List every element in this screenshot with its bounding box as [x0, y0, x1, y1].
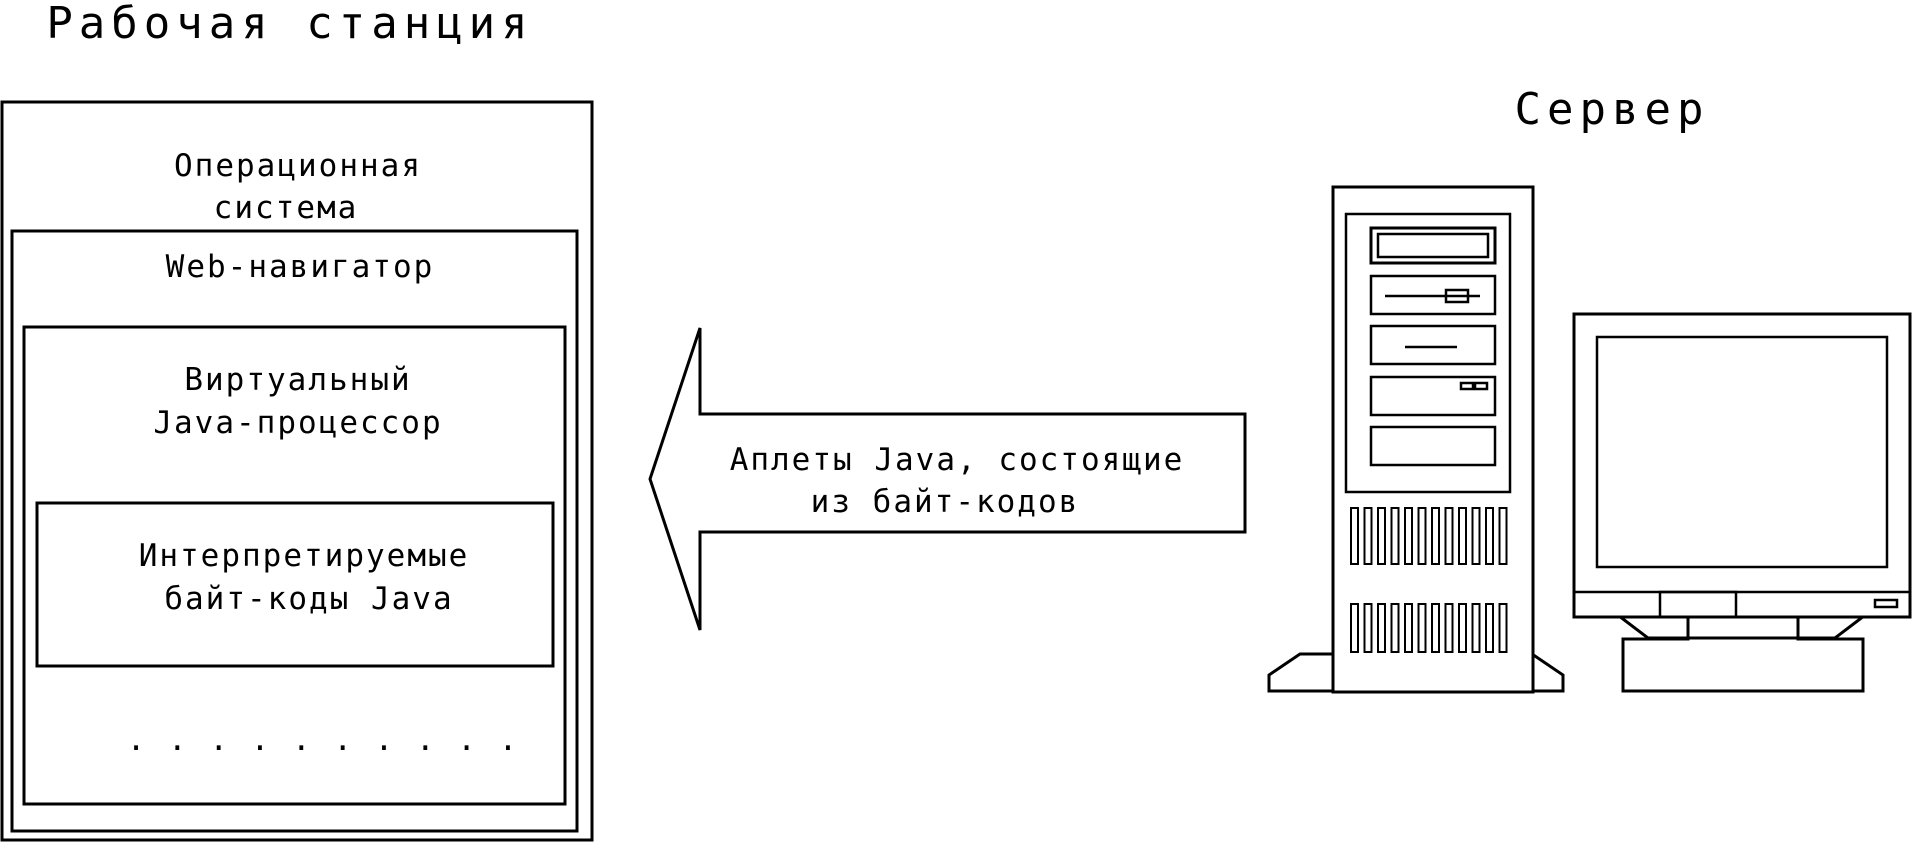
vent-slot	[1417, 507, 1427, 565]
vent-slot	[1498, 507, 1508, 565]
workstation-title: Рабочая станция	[46, 0, 533, 49]
server-title: Сервер	[1515, 84, 1710, 135]
browser-label: Web-навигатор	[166, 249, 435, 285]
bytecode-label-line1: Интерпретируемые	[139, 538, 470, 574]
vent-slot	[1471, 507, 1481, 565]
vent-slot	[1377, 603, 1386, 653]
os-label-line1: Операционная	[174, 148, 422, 184]
vent-slot	[1377, 507, 1386, 565]
vent-slot	[1458, 507, 1467, 565]
vent-slot	[1444, 603, 1454, 653]
ellipsis: . . . . . . . . . .	[127, 722, 520, 758]
vent-slot	[1498, 603, 1508, 653]
jvm-box	[22, 325, 567, 806]
vent-slot	[1390, 603, 1400, 653]
vent-slot	[1363, 603, 1373, 653]
vent-slot	[1404, 603, 1413, 653]
vent-slot	[1485, 507, 1494, 565]
monitor-icon	[1572, 312, 1912, 693]
vent-slot	[1458, 603, 1467, 653]
vent-slot	[1363, 507, 1373, 565]
os-label-line2: система	[214, 190, 359, 226]
browser-box	[10, 229, 579, 833]
vent-slot	[1471, 603, 1481, 653]
vent-slot	[1431, 507, 1440, 565]
os-box	[0, 100, 594, 842]
vent-slot	[1350, 603, 1359, 653]
arrow-label-line1: Аплеты Java, состоящие	[730, 442, 1185, 478]
vent-slot	[1390, 507, 1400, 565]
jvm-label-line1: Виртуальный	[184, 362, 411, 398]
vent-slot	[1431, 603, 1440, 653]
arrow-label-line2: из байт-кодов	[811, 484, 1080, 520]
vent-slot	[1485, 603, 1494, 653]
vent-slot	[1350, 507, 1359, 565]
applet-transfer-arrow	[648, 327, 1247, 631]
bytecode-label-line2: байт-коды Java	[164, 581, 453, 617]
vent-slot	[1417, 603, 1427, 653]
bytecode-box	[35, 501, 555, 668]
jvm-label-line2: Java-процессор	[153, 405, 442, 441]
vent-slot	[1404, 507, 1413, 565]
server-tower-icon	[1267, 185, 1565, 694]
vent-slot	[1444, 507, 1454, 565]
server-vents-icon	[1350, 507, 1508, 653]
